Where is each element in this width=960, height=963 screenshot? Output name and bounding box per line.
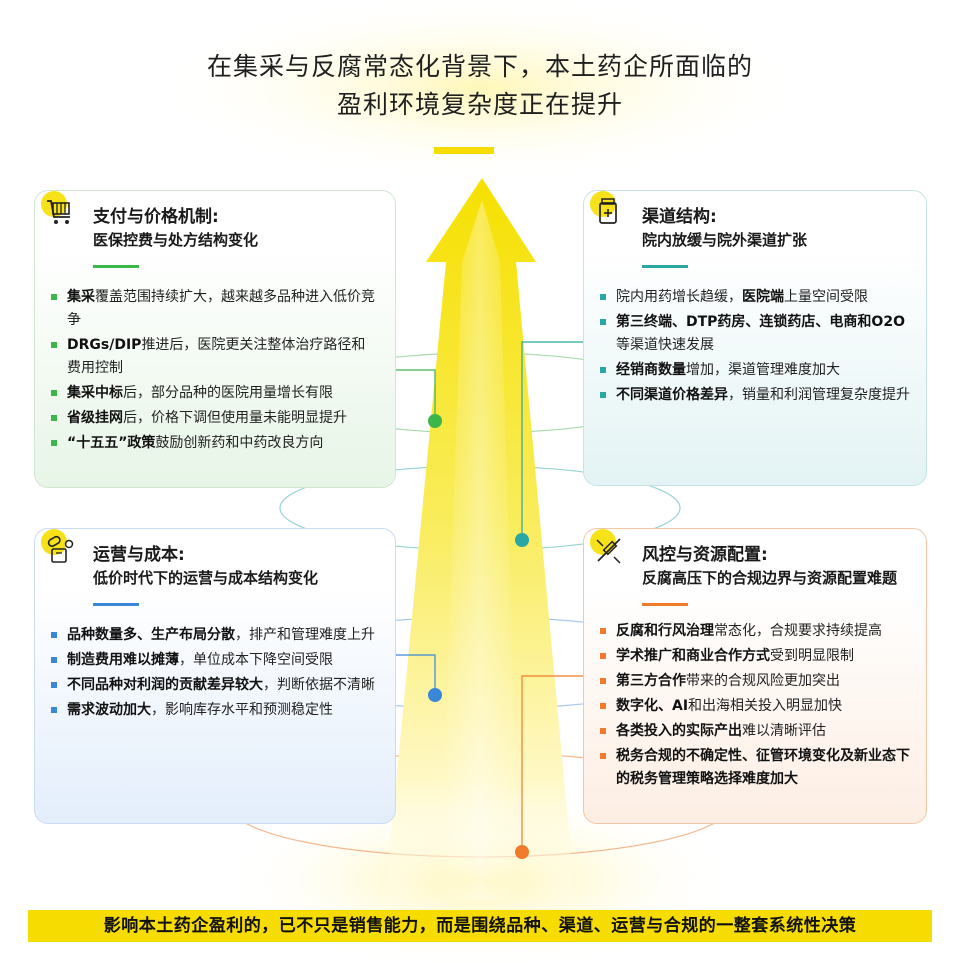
connector-blue xyxy=(396,654,436,695)
card-title: 风控与资源配置: xyxy=(642,545,768,565)
card-subtitle: 反腐高压下的合规边界与资源配置难题 xyxy=(642,569,898,587)
list-item: 集采中标后，部分品种的医院用量增长有限 xyxy=(51,382,379,405)
list-item: DRGs/DIP推进后，医院更关注整体治疗路径和费用控制 xyxy=(51,334,379,380)
title-underline xyxy=(434,147,494,154)
list-item: 省级挂网后，价格下调但使用量未能明显提升 xyxy=(51,407,379,430)
pharmacy-icon xyxy=(590,191,624,227)
list-item: 不同品种对利润的贡献差异较大，判断依据不清晰 xyxy=(51,674,379,697)
card-subtitle: 医保控费与处方结构变化 xyxy=(93,231,259,249)
title-line-1: 在集采与反腐常态化背景下，本土药企所面临的 xyxy=(206,52,753,81)
list-item: 集采覆盖范围持续扩大，越来越多品种进入低价竞争 xyxy=(51,286,379,332)
card-title: 支付与价格机制: xyxy=(93,207,219,227)
connector-green xyxy=(396,369,436,420)
syringe-icon xyxy=(590,529,624,565)
list-item: 经销商数量增加，渠道管理难度加大 xyxy=(600,359,910,382)
footer-banner: 影响本土药企盈利的，已不只是销售能力，而是围绕品种、渠道、运营与合规的一整套系统… xyxy=(28,910,932,942)
card-risk-resources: 风控与资源配置: 反腐高压下的合规边界与资源配置难题 反腐和行风治理常态化，合规… xyxy=(583,528,927,824)
card-item-list: 品种数量多、生产布局分散，排产和管理难度上升 制造费用难以摊薄，单位成本下降空间… xyxy=(51,624,379,722)
list-item: 第三方合作带来的合规风险更加突出 xyxy=(600,670,910,693)
dot-orange xyxy=(515,845,529,859)
list-item: 反腐和行风治理常态化，合规要求持续提高 xyxy=(600,620,910,643)
list-item: 院内用药增长趋缓，医院端上量空间受限 xyxy=(600,286,910,309)
card-accent-line xyxy=(642,265,688,268)
list-item: 品种数量多、生产布局分散，排产和管理难度上升 xyxy=(51,624,379,647)
card-item-list: 反腐和行风治理常态化，合规要求持续提高 学术推广和商业合作方式受到明显限制 第三… xyxy=(600,620,910,791)
list-item: 不同渠道价格差异，销量和利润管理复杂度提升 xyxy=(600,384,910,407)
connector-teal xyxy=(521,341,583,540)
page-title: 在集采与反腐常态化背景下，本土药企所面临的 盈利环境复杂度正在提升 xyxy=(0,48,960,124)
pills-icon xyxy=(41,529,75,565)
list-item: 制造费用难以摊薄，单位成本下降空间受限 xyxy=(51,649,379,672)
list-item: “十五五”政策鼓励创新药和中药改良方向 xyxy=(51,432,379,455)
list-item: 数字化、AI和出海相关投入明显加快 xyxy=(600,695,910,718)
list-item: 税务合规的不确定性、征管环境变化及新业态下的税务管理策略选择难度加大 xyxy=(600,745,910,791)
card-accent-line xyxy=(93,603,139,606)
card-item-list: 院内用药增长趋缓，医院端上量空间受限 第三终端、DTP药房、连锁药店、电商和O2… xyxy=(600,286,910,407)
cart-icon xyxy=(41,191,75,227)
list-item: 第三终端、DTP药房、连锁药店、电商和O2O等渠道快速发展 xyxy=(600,311,910,357)
title-line-2: 盈利环境复杂度正在提升 xyxy=(336,90,623,119)
arrow-highlight xyxy=(440,200,520,900)
card-subtitle: 院内放缓与院外渠道扩张 xyxy=(642,231,808,249)
card-title: 运营与成本: xyxy=(93,545,185,565)
connector-orange xyxy=(521,675,583,852)
list-item: 各类投入的实际产出难以清晰评估 xyxy=(600,720,910,743)
card-title: 渠道结构: xyxy=(642,207,717,227)
card-payment-pricing: 支付与价格机制: 医保控费与处方结构变化 集采覆盖范围持续扩大，越来越多品种进入… xyxy=(34,190,396,488)
dot-blue xyxy=(428,688,442,702)
dot-teal xyxy=(515,533,529,547)
card-channel-structure: 渠道结构: 院内放缓与院外渠道扩张 院内用药增长趋缓，医院端上量空间受限 第三终… xyxy=(583,190,927,486)
card-accent-line xyxy=(93,265,139,268)
card-accent-line xyxy=(642,603,688,606)
list-item: 需求波动加大，影响库存水平和预测稳定性 xyxy=(51,699,379,722)
dot-green xyxy=(428,414,442,428)
list-item: 学术推广和商业合作方式受到明显限制 xyxy=(600,645,910,668)
card-item-list: 集采覆盖范围持续扩大，越来越多品种进入低价竞争 DRGs/DIP推进后，医院更关… xyxy=(51,286,379,455)
title-glow xyxy=(150,0,810,183)
card-operations-cost: 运营与成本: 低价时代下的运营与成本结构变化 品种数量多、生产布局分散，排产和管… xyxy=(34,528,396,824)
card-subtitle: 低价时代下的运营与成本结构变化 xyxy=(93,569,319,587)
